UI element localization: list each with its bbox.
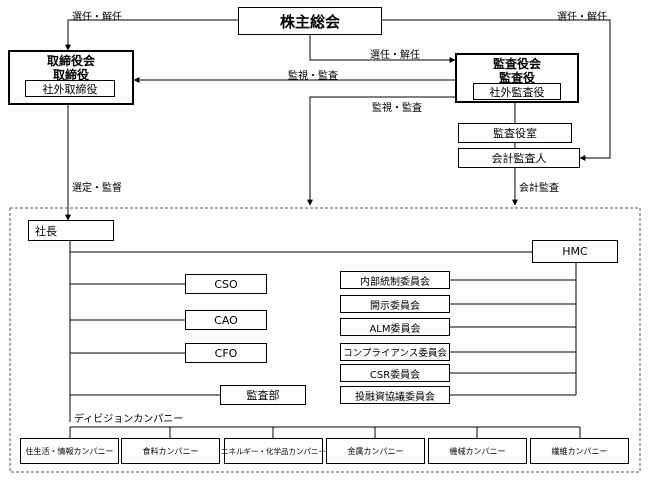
outside-directors-box: 社外取締役 bbox=[25, 80, 115, 97]
directors-title: 取締役 bbox=[52, 68, 89, 82]
committee-compliance: コンプライアンス委員会 bbox=[340, 343, 450, 361]
label-select-supervise: 選定・監督 bbox=[72, 183, 122, 194]
committee-internal-control: 内部統制委員会 bbox=[340, 271, 450, 289]
committee-disclosure: 開示委員会 bbox=[340, 295, 450, 313]
label-supervise-audit-board: 監視・監査 bbox=[288, 71, 338, 82]
cao-box: CAO bbox=[185, 310, 267, 330]
cso-box: CSO bbox=[185, 274, 267, 294]
label-supervise-audit-exec: 監視・監査 bbox=[372, 103, 422, 114]
audit-board-title: 監査役会 bbox=[492, 57, 541, 71]
company-textile: 繊維カンパニー bbox=[530, 438, 629, 464]
accounting-auditor-box: 会計監査人 bbox=[458, 148, 580, 168]
company-machinery: 機械カンパニー bbox=[428, 438, 527, 464]
label-appoint-dismiss-center: 選任・解任 bbox=[370, 50, 420, 61]
label-appoint-dismiss-right: 選任・解任 bbox=[557, 12, 607, 23]
committee-csr: CSR委員会 bbox=[340, 364, 450, 382]
committee-investment: 投融資協議委員会 bbox=[340, 386, 450, 404]
committee-alm: ALM委員会 bbox=[340, 318, 450, 336]
label-accounting-audit: 会計監査 bbox=[519, 183, 559, 194]
company-energy-chemicals: エネルギー・化学品カンパニー bbox=[221, 438, 326, 464]
label-appoint-dismiss-left: 選任・解任 bbox=[72, 12, 122, 23]
president-box: 社長 bbox=[28, 220, 114, 241]
auditors-title: 監査役 bbox=[498, 71, 535, 85]
company-housing-ict: 住生活・情報カンパニー bbox=[20, 438, 119, 464]
shareholders-meeting-box: 株主総会 bbox=[238, 7, 382, 35]
hmc-box: HMC bbox=[532, 240, 618, 263]
cfo-box: CFO bbox=[185, 343, 267, 363]
outside-auditors-box: 社外監査役 bbox=[473, 83, 561, 100]
company-food: 食料カンパニー bbox=[121, 438, 220, 464]
division-company-label: ディビジョンカンパニー bbox=[74, 414, 184, 425]
audit-office-box: 監査役室 bbox=[458, 123, 572, 143]
company-metals: 金属カンパニー bbox=[326, 438, 425, 464]
board-title: 取締役会 bbox=[46, 54, 95, 68]
audit-dept-box: 監査部 bbox=[220, 385, 306, 405]
